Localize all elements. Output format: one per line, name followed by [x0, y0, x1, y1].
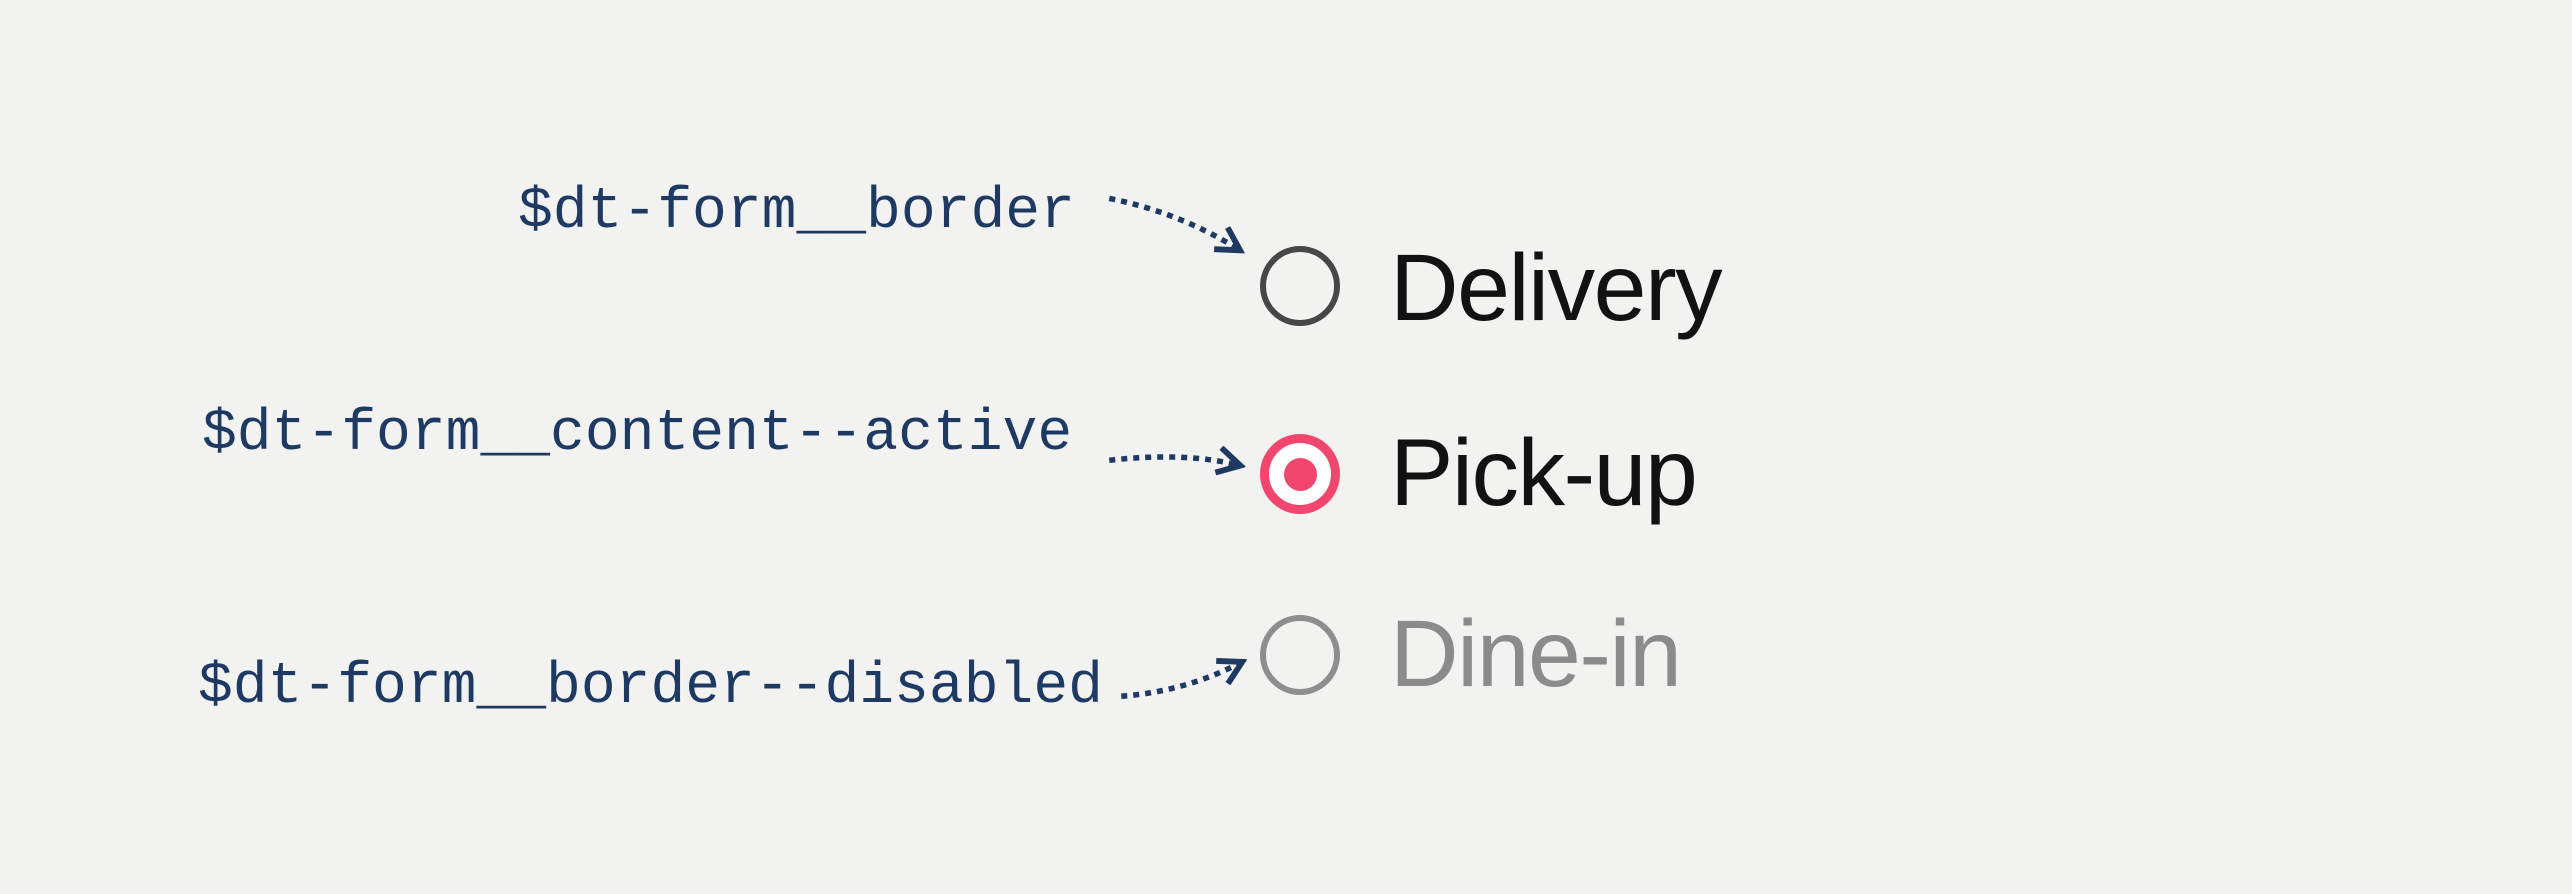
arrow-to-radio-pickup	[1108, 457, 1238, 465]
token-form-border: $dt-form__border	[518, 180, 1075, 245]
radio-dinein	[1260, 615, 1340, 695]
radio-pickup[interactable]	[1260, 434, 1340, 514]
arrow-to-radio-delivery	[1108, 195, 1238, 249]
token-form-content-active: $dt-form__content--active	[202, 402, 1073, 467]
arrow-to-radio-dinein	[1121, 663, 1240, 699]
radio-selected-dot	[1283, 457, 1317, 491]
radio-delivery[interactable]	[1260, 246, 1340, 326]
token-form-border-disabled: $dt-form__border--disabled	[198, 655, 1103, 720]
radio-label-delivery[interactable]: Delivery	[1390, 235, 1723, 341]
radio-label-pickup[interactable]: Pick-up	[1390, 420, 1698, 526]
radio-label-dinein: Dine-in	[1390, 601, 1682, 707]
